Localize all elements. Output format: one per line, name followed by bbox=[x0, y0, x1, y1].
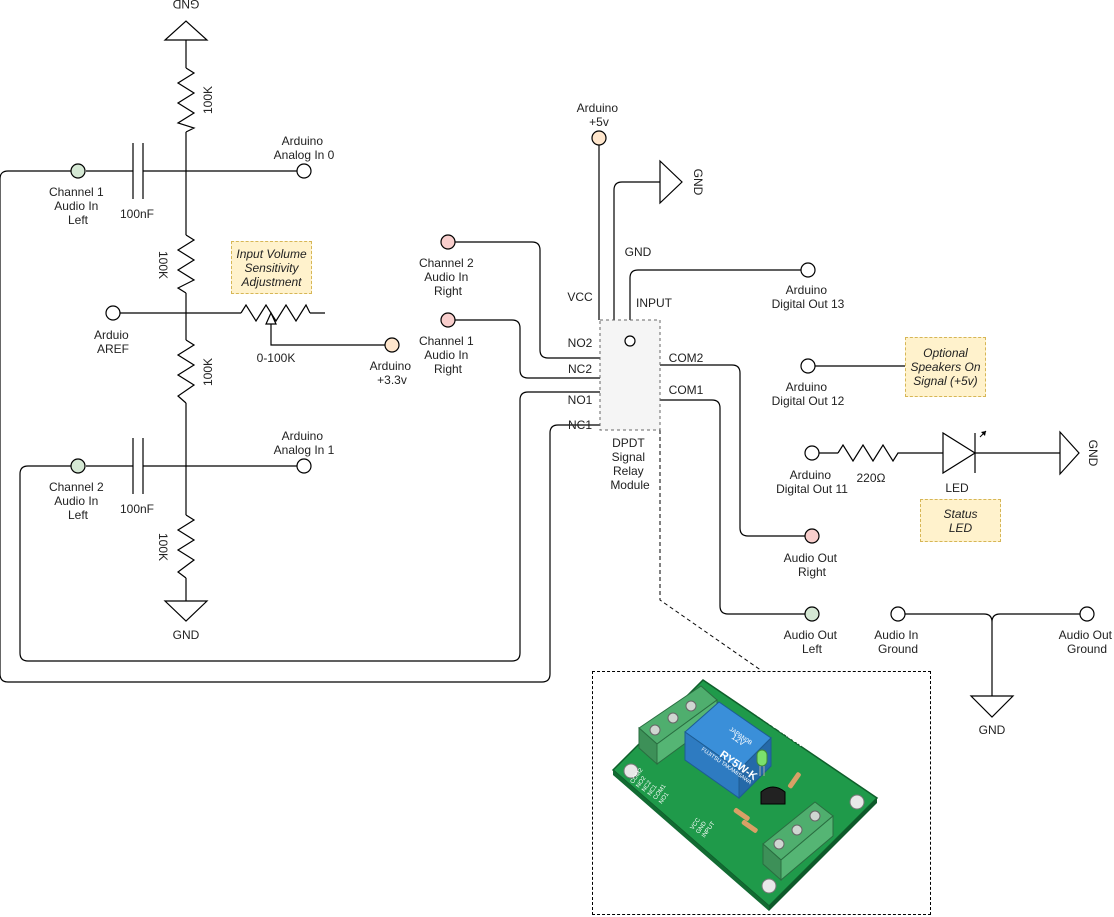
note-line: Input Volume bbox=[236, 246, 307, 261]
silkscreen-left-pins: COM2 NO2 NC2 NC1 COM1 NO1 bbox=[630, 766, 674, 805]
label-led: LED bbox=[945, 481, 969, 495]
label-resistor-lower: 100K bbox=[201, 358, 215, 386]
label-analog0: Arduino Analog In 0 bbox=[274, 134, 335, 162]
terminal-5v[interactable] bbox=[591, 130, 607, 146]
terminal-3v3[interactable] bbox=[384, 337, 400, 353]
green-led-component bbox=[756, 749, 768, 776]
label-resistor-middle: 100K bbox=[156, 251, 170, 279]
label-resistor-top: 100K bbox=[201, 86, 215, 114]
note-line: LED bbox=[948, 520, 973, 535]
capacitor-1 bbox=[132, 143, 144, 199]
label-analog1: Arduino Analog In 1 bbox=[274, 429, 335, 457]
terminal-audio-out-right[interactable] bbox=[804, 528, 820, 544]
led-symbol bbox=[942, 430, 987, 475]
terminal-d11[interactable] bbox=[804, 445, 820, 461]
label-d12: Arduino Digital Out 12 bbox=[772, 380, 845, 408]
note-optional-speakers: Optional Speakers On Signal (+5v) bbox=[905, 337, 986, 397]
resistor-top bbox=[176, 67, 196, 133]
pin-label-nc2: NC2 bbox=[568, 362, 592, 376]
label-gnd-led: GND bbox=[1086, 440, 1100, 467]
ground-symbol-audio bbox=[969, 695, 1015, 718]
label-d13: Arduino Digital Out 13 bbox=[772, 283, 845, 311]
terminal-aref[interactable] bbox=[105, 305, 121, 321]
pin-label-input: INPUT bbox=[636, 296, 673, 310]
label-potentiometer: 0-100K bbox=[257, 351, 296, 365]
terminal-channel2-right[interactable] bbox=[440, 234, 456, 250]
terminal-channel2-left[interactable] bbox=[70, 458, 86, 474]
ground-symbol-bottom bbox=[163, 600, 209, 622]
ground-symbol-top bbox=[163, 20, 209, 41]
relay-board-illustration: RY5W-K 12V FUJITSU TAKAMISAWA JAPAN0B EL… bbox=[611, 679, 879, 911]
pin-label-gnd: GND bbox=[625, 245, 652, 259]
resistor-components bbox=[733, 772, 801, 833]
resistor-led bbox=[837, 443, 903, 463]
note-line: Adjustment bbox=[241, 274, 302, 289]
label-d11: Arduino Digital Out 11 bbox=[776, 468, 848, 496]
terminal-channel1-left[interactable] bbox=[70, 163, 86, 179]
relay-module-photo: RY5W-K 12V FUJITSU TAKAMISAWA JAPAN0B EL… bbox=[592, 671, 931, 915]
note-line: Status bbox=[943, 506, 978, 521]
label-gnd-bottom: GND bbox=[173, 628, 200, 642]
ground-symbol-led bbox=[1059, 430, 1080, 476]
pin-label-com2: COM2 bbox=[669, 351, 704, 365]
terminal-block-right bbox=[762, 801, 834, 882]
label-relay-module: DPDT Signal Relay Module bbox=[610, 436, 650, 492]
mounting-hole bbox=[623, 763, 639, 779]
label-audio-out-left: Audio Out Left bbox=[784, 628, 841, 656]
label-resistor-bottom: 100K bbox=[156, 533, 170, 561]
terminal-audio-in-ground[interactable] bbox=[890, 606, 906, 622]
terminal-d12[interactable] bbox=[800, 358, 816, 374]
potentiometer bbox=[240, 303, 311, 323]
potentiometer-wiper bbox=[265, 311, 277, 325]
label-channel1-right: Channel 1 Audio In Right bbox=[419, 334, 477, 376]
mounting-hole bbox=[761, 878, 777, 894]
note-line: Sensitivity bbox=[244, 260, 299, 275]
terminal-audio-out-ground[interactable] bbox=[1079, 606, 1095, 622]
pin-label-com1: COM1 bbox=[669, 383, 704, 397]
terminal-d13[interactable] bbox=[800, 262, 816, 278]
note-line: Signal (+5v) bbox=[913, 374, 978, 388]
note-line: Speakers On bbox=[910, 360, 981, 374]
pin-label-no2: NO2 bbox=[568, 336, 593, 350]
resistor-bottom bbox=[176, 514, 196, 579]
terminal-audio-out-left[interactable] bbox=[804, 606, 820, 622]
label-resistor-led: 220Ω bbox=[857, 471, 886, 485]
capacitor-2 bbox=[132, 438, 144, 494]
terminal-analog0[interactable] bbox=[296, 163, 312, 179]
note-input-volume: Input Volume Sensitivity Adjustment bbox=[231, 241, 312, 294]
label-channel2-right: Channel 2 Audio In Right bbox=[419, 256, 477, 298]
resistor-lower bbox=[176, 339, 196, 404]
label-gnd-relay: GND bbox=[691, 169, 705, 196]
terminal-relay-input[interactable] bbox=[624, 335, 636, 347]
label-channel2-left: Channel 2 Audio In Left bbox=[49, 480, 107, 522]
pin-label-no1: NO1 bbox=[568, 393, 593, 407]
pin-label-nc1: NC1 bbox=[568, 418, 592, 432]
terminal-analog1[interactable] bbox=[296, 458, 312, 474]
label-capacitor-2: 100nF bbox=[120, 502, 154, 516]
label-capacitor-1: 100nF bbox=[120, 207, 154, 221]
label-audio-out-ground: Audio Out Ground bbox=[1059, 628, 1114, 656]
ground-symbol-relay bbox=[659, 159, 683, 205]
label-5v: Arduino +5v bbox=[577, 101, 622, 129]
label-channel1-left: Channel 1 Audio In Left bbox=[49, 185, 107, 227]
mounting-hole bbox=[849, 794, 865, 810]
label-audio-in-ground: Audio In Ground bbox=[874, 628, 921, 656]
resistor-middle bbox=[176, 234, 196, 294]
label-audio-out-right: Audio Out Right bbox=[784, 551, 841, 579]
pin-label-vcc: VCC bbox=[567, 290, 593, 304]
label-3v3: Arduino +3.3v bbox=[370, 359, 415, 387]
transistor-component bbox=[760, 786, 786, 805]
note-status-led: Status LED bbox=[920, 499, 1001, 542]
terminal-channel1-right[interactable] bbox=[440, 312, 456, 328]
label-aref: Arduio AREF bbox=[94, 328, 132, 356]
wires bbox=[0, 40, 1080, 696]
note-line: Optional bbox=[923, 346, 968, 360]
label-gnd-top: GND bbox=[172, 0, 199, 11]
label-gnd-audio: GND bbox=[979, 723, 1006, 737]
